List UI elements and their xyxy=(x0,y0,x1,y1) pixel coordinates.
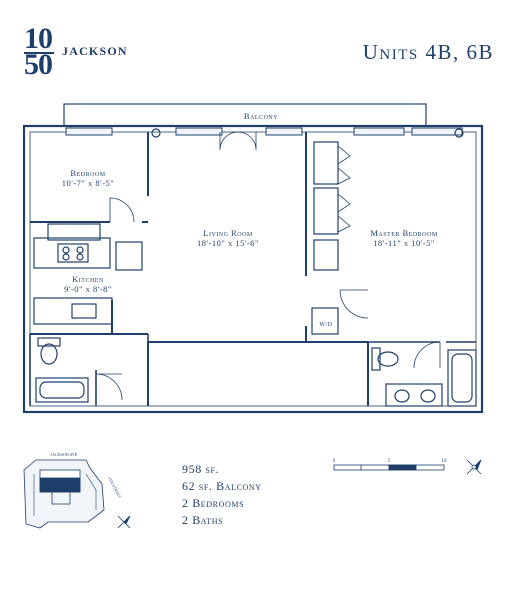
bathtub xyxy=(35,377,89,403)
stat-baths: 2 Baths xyxy=(182,513,224,527)
kitchen-counter xyxy=(33,297,113,325)
vanity xyxy=(385,383,443,407)
toilet-bowl xyxy=(40,343,58,365)
scale-tick: 10 xyxy=(442,459,448,464)
closet xyxy=(313,141,339,185)
keyplan-street-top: JACKSON AVE xyxy=(51,452,78,457)
bedroom-door xyxy=(109,197,135,223)
closet xyxy=(313,187,339,235)
kitchen-wall xyxy=(30,300,148,335)
kitchen-counter xyxy=(33,237,111,269)
master-bath-door xyxy=(413,341,441,369)
bedroom-dims: 10'-7" x 8'-5" xyxy=(62,178,115,188)
scale-bar xyxy=(333,464,445,471)
balcony-door xyxy=(219,131,257,151)
scale-tick: 5 xyxy=(388,459,391,464)
wardrobe xyxy=(47,223,101,241)
balcony-label: Balcony xyxy=(244,111,278,121)
corridor-wall xyxy=(147,341,369,406)
master-bedroom-dims: 18'-11" x 10'-5" xyxy=(373,238,435,248)
keyplan-street-side: 4TH STREET xyxy=(107,476,122,499)
logo-number-bottom: 50 xyxy=(24,48,53,81)
scale-tick: 0 xyxy=(333,459,336,464)
units-title: Units 4B, 6B xyxy=(362,40,494,64)
column xyxy=(151,128,161,138)
compass-icon xyxy=(466,459,482,475)
toilet-tank xyxy=(371,347,381,371)
toilet-tank xyxy=(37,337,61,347)
bath-left-wall xyxy=(29,334,149,406)
stat-bedrooms: 2 Bedrooms xyxy=(182,496,245,510)
bedroom-wall xyxy=(30,132,149,223)
column xyxy=(454,128,464,138)
wd-label: W/D xyxy=(319,322,332,328)
north-arrow-icon xyxy=(117,515,131,529)
outer-wall-inner xyxy=(29,131,477,407)
living-room-label: Living Room xyxy=(203,228,253,238)
fridge xyxy=(115,241,143,271)
wd-closet xyxy=(311,307,339,335)
windows xyxy=(65,127,463,136)
logo-divider xyxy=(24,52,54,54)
closet xyxy=(313,239,339,271)
unit-stats: 958 sf. 62 sf. Balcony 2 Bedrooms 2 Bath… xyxy=(182,461,262,529)
stove xyxy=(57,243,89,263)
outer-wall xyxy=(22,124,484,414)
toilet-bowl xyxy=(377,351,399,367)
key-plan xyxy=(23,459,105,529)
brand-logo: 10 50 JACKSON xyxy=(24,22,144,81)
kitchen-dims: 9'-0" x 8'-8" xyxy=(64,284,112,294)
logo-number-top: 10 xyxy=(24,22,53,55)
logo-wordmark: JACKSON xyxy=(62,44,128,58)
stat-area: 958 sf. xyxy=(182,462,220,476)
sink xyxy=(71,303,97,319)
living-room-dims: 18'-10" x 15'-6" xyxy=(197,238,259,248)
kitchen-label: Kitchen xyxy=(72,274,104,284)
master-door xyxy=(339,289,369,319)
master-bedroom-label: Master Bedroom xyxy=(370,228,438,238)
stat-balcony: 62 sf. Balcony xyxy=(182,479,262,493)
bathtub xyxy=(447,349,477,407)
bedroom-label: Bedroom xyxy=(70,168,105,178)
bath-door xyxy=(95,373,123,401)
